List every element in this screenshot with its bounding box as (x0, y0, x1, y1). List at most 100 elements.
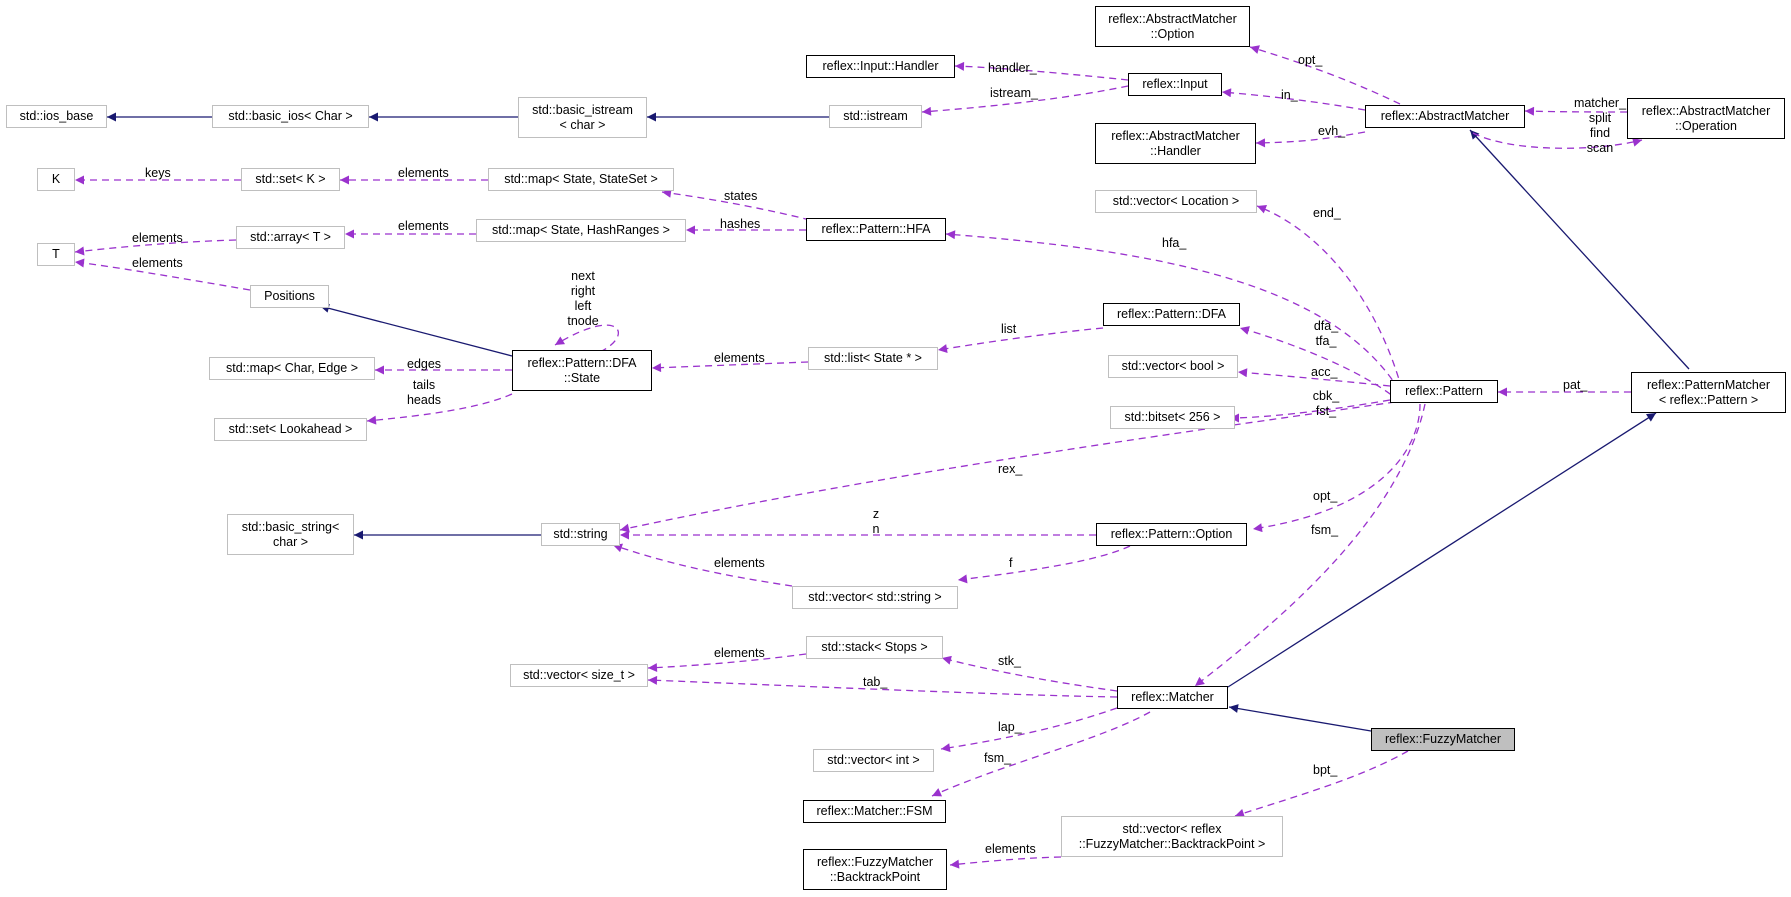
use-pattern-hfa (945, 230, 1406, 401)
node-array-T[interactable]: std::array< T > (236, 226, 345, 249)
edge-label-opt: opt_ (1298, 53, 1323, 67)
use-pattern-option (1252, 403, 1421, 533)
use-option-vector_string (957, 545, 1131, 584)
use-stack-vector_size (647, 653, 807, 673)
use-matcher-vector_size (647, 675, 1118, 698)
edge-label-elements-positions: elements (132, 256, 183, 270)
node-fuzzy-matcher[interactable]: reflex::FuzzyMatcher (1371, 728, 1515, 751)
edge-label-end: end_ (1313, 206, 1342, 220)
use-vector_string-string (612, 543, 793, 587)
use-abs_matcher-input (1221, 88, 1366, 111)
use-pattern-vector_bool (1237, 368, 1391, 387)
node-ios-base[interactable]: std::ios_base (6, 105, 107, 128)
node-pattern-dfa[interactable]: reflex::Pattern::DFA (1103, 303, 1240, 326)
use-matcher-stack (941, 655, 1118, 692)
node-vector-bool[interactable]: std::vector< bool > (1108, 355, 1238, 378)
edge-label-rex: rex_ (998, 462, 1023, 476)
edge-label-hashes: hashes (720, 217, 760, 231)
node-vector-backtrack[interactable]: std::vector< reflex::FuzzyMatcher::Backt… (1061, 816, 1283, 857)
node-map-stateset[interactable]: std::map< State, StateSet > (488, 168, 674, 191)
node-K[interactable]: K (37, 168, 75, 191)
use-pattern-vector_location (1256, 205, 1406, 402)
node-vector-size-t[interactable]: std::vector< size_t > (510, 664, 648, 687)
node-set-K[interactable]: std::set< K > (241, 168, 340, 191)
node-set-lookahead[interactable]: std::set< Lookahead > (214, 418, 367, 441)
inherit-pattern_matcher-abs_matcher (1469, 129, 1690, 370)
edge-label-fsm-matcher: fsm_ (984, 751, 1012, 765)
node-basic-ios[interactable]: std::basic_ios< Char > (212, 105, 369, 128)
node-list-state[interactable]: std::list< State * > (808, 347, 938, 370)
node-string[interactable]: std::string (541, 523, 620, 546)
edge-label-f: f (1009, 556, 1013, 570)
edge-label-states: states (724, 189, 757, 203)
inherit-dfa_state-positions (319, 303, 513, 357)
node-positions[interactable]: Positions (250, 285, 329, 308)
node-pattern-option[interactable]: reflex::Pattern::Option (1096, 523, 1247, 546)
node-input[interactable]: reflex::Input (1128, 73, 1222, 96)
edge-label-list: list (1001, 322, 1017, 336)
node-abstract-matcher-operation[interactable]: reflex::AbstractMatcher::Operation (1627, 98, 1785, 139)
node-dfa-state[interactable]: reflex::Pattern::DFA::State (512, 350, 652, 391)
node-abstract-matcher[interactable]: reflex::AbstractMatcher (1365, 105, 1525, 128)
edge-label-pat: pat_ (1563, 378, 1588, 392)
edge-label-keys: keys (145, 166, 171, 180)
edge-label-hfa: hfa_ (1162, 236, 1187, 250)
node-T[interactable]: T (37, 243, 75, 266)
edge-label-opt-pattern: opt_ (1313, 489, 1338, 503)
node-matcher-fsm[interactable]: reflex::Matcher::FSM (803, 800, 946, 823)
edge-label-acc: acc_ (1311, 365, 1338, 379)
node-abstract-matcher-option[interactable]: reflex::AbstractMatcher::Option (1095, 6, 1250, 47)
use-vector_backtrack-backtrack_point (949, 856, 1062, 869)
node-matcher[interactable]: reflex::Matcher (1117, 686, 1228, 709)
node-abstract-matcher-handler[interactable]: reflex::AbstractMatcher::Handler (1095, 123, 1256, 164)
use-abs_matcher-handler (1255, 131, 1366, 148)
node-bitset[interactable]: std::bitset< 256 > (1110, 406, 1235, 429)
use-input-handler (954, 61, 1129, 81)
edge-label-cbk-fst: cbk_fst_ (1313, 389, 1340, 418)
node-map-hashranges[interactable]: std::map< State, HashRanges > (476, 219, 686, 242)
edge-label-fsm-pattern: fsm_ (1311, 523, 1339, 537)
node-vector-string[interactable]: std::vector< std::string > (792, 586, 958, 609)
use-matcher-fsm (931, 711, 1151, 797)
use-dfa_state-self (554, 324, 619, 353)
node-vector-location[interactable]: std::vector< Location > (1095, 190, 1257, 213)
inherit-fuzzy-matcher (1228, 704, 1372, 732)
edge-label-edges: edges (407, 357, 441, 371)
node-pattern-matcher[interactable]: reflex::PatternMatcher< reflex::Pattern … (1631, 372, 1786, 413)
use-matcher-vector_int (940, 707, 1118, 753)
node-input-handler[interactable]: reflex::Input::Handler (806, 55, 955, 78)
use-dfa-list_state (937, 327, 1104, 354)
node-basic-string[interactable]: std::basic_string<char > (227, 514, 354, 555)
use-input-istream (921, 85, 1129, 116)
use-arrayT-T (74, 239, 237, 256)
node-basic-istream[interactable]: std::basic_istream< char > (518, 97, 647, 138)
use-pattern-matcher (1194, 403, 1426, 687)
use-hfa-map_stateset (661, 188, 811, 221)
node-pattern[interactable]: reflex::Pattern (1390, 380, 1498, 403)
node-stack-stops[interactable]: std::stack< Stops > (806, 636, 943, 659)
edge-label-evh: evh_ (1318, 124, 1346, 138)
node-backtrack-point[interactable]: reflex::FuzzyMatcher::BacktrackPoint (803, 849, 947, 890)
use-list_state-dfa_state (651, 361, 809, 373)
edge-label-elements-backtrack: elements (985, 842, 1036, 856)
node-map-char-edge[interactable]: std::map< Char, Edge > (209, 357, 375, 380)
node-istream[interactable]: std::istream (829, 105, 922, 128)
edge-label-handler: handler_ (988, 61, 1038, 75)
edge-label-in: in_ (1281, 88, 1299, 102)
use-pattern-dfa (1239, 326, 1401, 403)
edge-label-elements-stack: elements (714, 646, 765, 660)
edge-label-elements-set-map: elements (398, 166, 449, 180)
node-vector-int[interactable]: std::vector< int > (813, 749, 934, 772)
use-pattern-bitset (1229, 399, 1391, 423)
edge-label-istream: istream_ (990, 86, 1039, 100)
use-abs_matcher-option (1249, 45, 1401, 105)
node-pattern-hfa[interactable]: reflex::Pattern::HFA (806, 218, 946, 241)
edge-label-group: opt_ handler_ in_ istream_ evh_ keys ele… (132, 53, 1588, 856)
